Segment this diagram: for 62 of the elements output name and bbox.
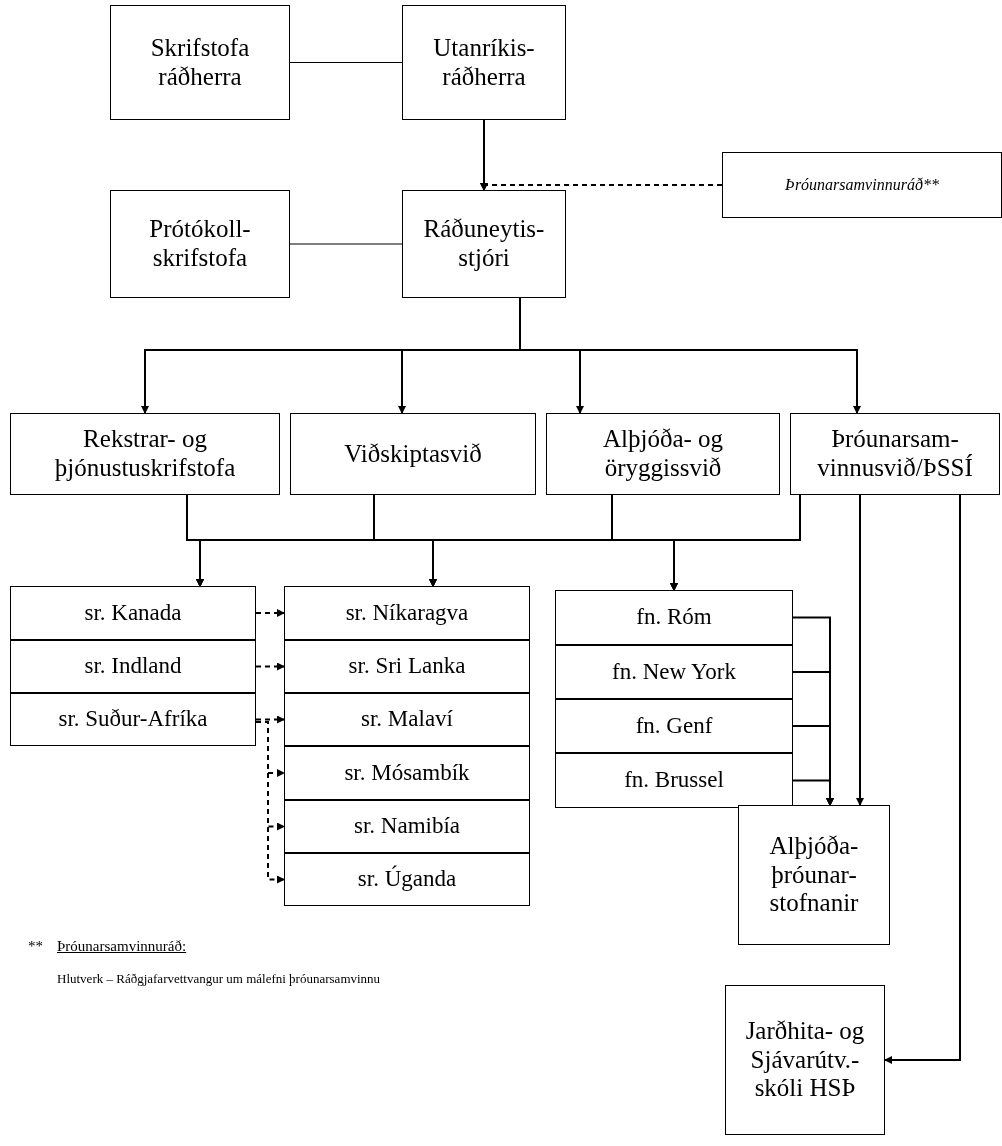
box-label: fn. Róm xyxy=(636,604,712,631)
org-box xyxy=(284,693,530,746)
box-label: sr. Níkaragva xyxy=(345,599,469,627)
org-box xyxy=(284,640,530,693)
arrow xyxy=(856,494,864,806)
box-label: Utanríkis- ráðherra xyxy=(432,33,536,92)
org-box xyxy=(284,586,530,640)
dashed-arrow xyxy=(255,721,285,884)
dashed-arrow xyxy=(480,183,723,191)
org-box xyxy=(284,800,530,853)
box-label: sr. Sri Lanka xyxy=(348,653,466,680)
dashed-arrow xyxy=(255,715,285,724)
box-label: sr. Úganda xyxy=(357,866,457,893)
org-box xyxy=(110,5,290,120)
connector-line xyxy=(289,62,403,63)
org-box xyxy=(290,413,536,495)
org-box xyxy=(555,645,793,699)
org-box xyxy=(402,190,566,298)
arrow xyxy=(670,494,801,591)
org-box xyxy=(725,985,885,1135)
box-label: sr. Kanada xyxy=(84,599,182,627)
org-box xyxy=(738,805,890,945)
box-label: fn. New York xyxy=(612,658,736,686)
dashed-arrow xyxy=(255,662,285,671)
box-label: Viðskiptasvið xyxy=(344,439,482,469)
box-label: fn. Genf xyxy=(635,712,713,740)
org-box xyxy=(110,190,290,298)
footnote-heading: Þróunarsamvinnuráð: xyxy=(57,937,187,956)
footnote-mark: ** xyxy=(28,937,43,956)
footnote-text: Hlutverk – Ráðgjafarvettvangur um málefni þróunarsamvinnu xyxy=(57,970,381,988)
org-box xyxy=(284,853,530,906)
org-box xyxy=(555,590,793,645)
org-box xyxy=(10,413,280,495)
org-box xyxy=(546,413,780,495)
box-label: Alþjóða- og öryggissvið xyxy=(601,425,725,483)
org-box xyxy=(284,746,530,800)
box-label: Rekstrar- og þjónustuskrifstofa xyxy=(53,425,237,483)
box-label: sr. Indland xyxy=(84,653,182,680)
connector-line xyxy=(289,243,403,245)
org-box xyxy=(555,753,793,808)
org-box xyxy=(10,640,256,693)
box-label: Alþjóða- þróunar- stofnanir xyxy=(768,831,860,919)
box-label: Þróunarsam- vinnusvið/ÞSSÍ xyxy=(816,425,974,483)
box-label: sr. Malaví xyxy=(361,706,453,733)
box-label: sr. Namibía xyxy=(353,813,460,840)
box-label: Prótókoll- skrifstofa xyxy=(148,215,252,273)
arrow xyxy=(884,494,961,1064)
org-box xyxy=(555,699,793,753)
org-box xyxy=(790,413,1000,495)
box-label: Þróunarsamvinnuráð** xyxy=(785,175,939,195)
box-label: Jarðhita- og Sjávarútv.- skóli HSÞ xyxy=(744,1016,866,1104)
box-label: sr. Mósambík xyxy=(344,759,470,787)
box-label: Skrifstofa ráðherra xyxy=(149,33,251,92)
org-box xyxy=(722,152,1002,218)
org-box xyxy=(402,5,566,120)
box-label: Ráðuneytis- stjóri xyxy=(422,215,546,273)
box-label: sr. Suður-Afríka xyxy=(58,706,208,733)
org-box xyxy=(10,586,256,640)
arrow xyxy=(792,779,834,806)
box-label: fn. Brussel xyxy=(624,767,724,794)
dashed-arrow xyxy=(255,609,285,617)
org-box xyxy=(10,693,256,746)
